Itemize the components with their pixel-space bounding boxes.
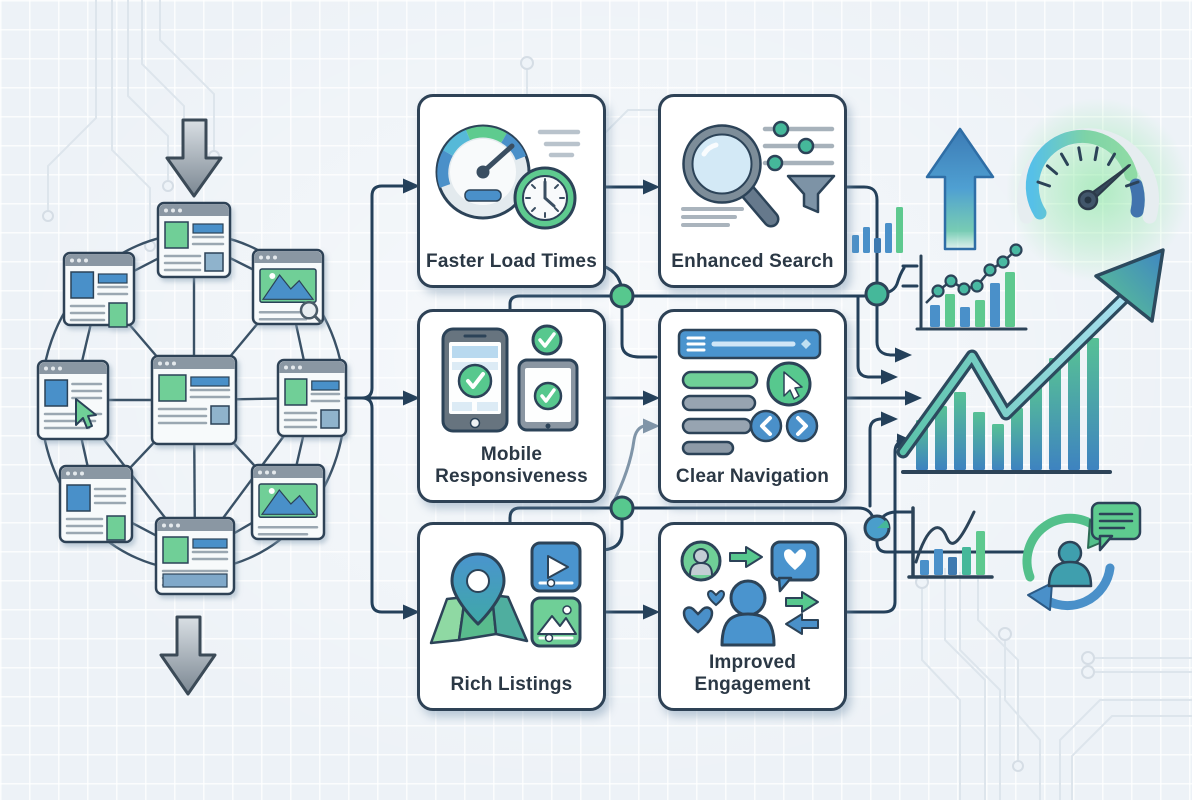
card-clear-navigation: Clear Navigation — [658, 309, 847, 503]
browser-window — [58, 464, 134, 544]
card-enhanced-search: Enhanced Search — [658, 94, 847, 288]
engagement-cycle-icon — [1022, 501, 1142, 611]
card-label: Rich Listings — [450, 673, 573, 695]
dotted-line-chart — [915, 243, 1028, 331]
small-trend-chart — [907, 506, 994, 579]
growth-arrow — [1094, 248, 1165, 323]
performance-gauge-icon — [1006, 98, 1190, 282]
browser-window — [251, 248, 325, 326]
browser-window — [150, 354, 238, 446]
browser-window — [154, 516, 236, 596]
browser-window — [250, 463, 326, 541]
person-icon — [1057, 540, 1083, 566]
card-label: Clear Navigation — [675, 465, 830, 487]
card-mobile-responsiveness: Mobile Responsiveness — [417, 309, 606, 503]
circuit-traces — [42, 0, 1192, 800]
connector-nodes — [609, 281, 891, 542]
page-network — [36, 201, 348, 596]
growth-bar-chart — [896, 248, 1165, 474]
card-faster-load-times: Faster Load Times — [417, 94, 606, 288]
connector-arrowheads — [403, 178, 922, 620]
chat-bubble-icon — [1090, 501, 1142, 552]
up-arrow — [925, 127, 995, 251]
card-rich-listings: Rich Listings — [417, 522, 606, 711]
down-arrow-top — [165, 118, 223, 198]
down-arrow-bottom — [159, 615, 217, 696]
browser-window — [276, 358, 348, 438]
browser-window — [156, 201, 232, 279]
flow-connectors — [344, 184, 1026, 614]
card-label: Faster Load Times — [426, 250, 597, 272]
browser-window — [36, 359, 110, 441]
mini-bar-chart — [852, 207, 903, 253]
card-label: Improved Engagement — [694, 652, 811, 695]
browser-window — [62, 251, 136, 328]
card-improved-engagement: Improved Engagement — [658, 522, 847, 711]
card-label: Enhanced Search — [671, 250, 834, 272]
card-label: Mobile Responsiveness — [435, 444, 588, 487]
